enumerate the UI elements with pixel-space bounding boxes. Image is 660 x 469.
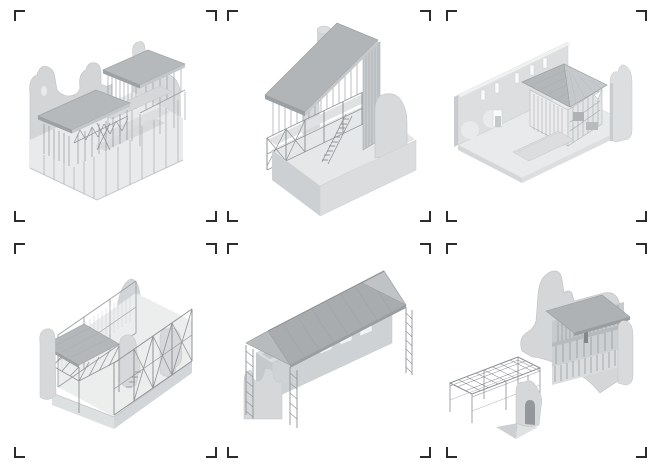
crop-mark-bottom-left-icon (446, 211, 457, 222)
pavilion-hip-roof (521, 63, 608, 108)
crop-mark-top-right-icon (206, 243, 217, 254)
ruin-wall-right-lobe (617, 320, 634, 386)
arched-wall-fragment (515, 380, 543, 427)
axon-panel-4 (0, 235, 220, 469)
stair (126, 371, 141, 388)
pilotis-columns (43, 100, 179, 198)
crop-mark-top-right-icon (206, 10, 217, 21)
crop-mark-bottom-right-icon (636, 447, 647, 458)
crop-mark-top-left-icon (446, 10, 457, 21)
crop-mark-top-left-icon (14, 243, 25, 254)
axon-panel-3 (440, 0, 660, 235)
crop-mark-top-right-icon (636, 10, 647, 21)
crop-mark-bottom-right-icon (420, 447, 431, 458)
crop-mark-top-left-icon (227, 10, 238, 21)
crop-mark-top-left-icon (227, 243, 238, 254)
base-volume (29, 92, 184, 201)
crop-mark-top-right-icon (636, 243, 647, 254)
ruin-wall-right (609, 64, 633, 143)
axon-panel-2 (220, 0, 440, 235)
axon-model-4 (39, 278, 193, 429)
crop-mark-top-right-icon (420, 243, 431, 254)
perforated-back-wall (454, 41, 571, 147)
crop-mark-bottom-left-icon (227, 211, 238, 222)
crop-mark-bottom-right-icon (636, 211, 647, 222)
crop-mark-top-left-icon (446, 243, 457, 254)
gable-roof (245, 270, 407, 368)
axon-model-3 (454, 41, 633, 183)
axon-model-6 (448, 270, 634, 439)
crop-mark-bottom-right-icon (420, 211, 431, 222)
ground-shards (496, 423, 538, 439)
crop-mark-bottom-right-icon (206, 211, 217, 222)
loggia (545, 294, 631, 385)
crop-mark-bottom-right-icon (206, 447, 217, 458)
lower-canopy-roof (37, 89, 131, 144)
axon-panel-6 (440, 235, 660, 469)
crop-mark-bottom-left-icon (14, 211, 25, 222)
upper-canopy-roof (102, 49, 186, 89)
front-plinth-wall (272, 139, 417, 217)
lower-stud-walls (43, 110, 128, 166)
front-frame-wall (113, 308, 193, 416)
crop-mark-bottom-left-icon (446, 447, 457, 458)
crop-mark-top-left-icon (14, 10, 25, 21)
stair (321, 113, 353, 165)
crop-mark-top-right-icon (420, 10, 431, 21)
axon-panel-5 (220, 235, 440, 469)
axon-model-1 (29, 41, 186, 201)
axon-panel-1 (0, 0, 220, 235)
crop-mark-bottom-left-icon (227, 447, 238, 458)
floor-mat (512, 130, 575, 162)
ruin-wall-chunk (243, 368, 283, 420)
ruin-wall-left-front (39, 328, 57, 400)
crop-mark-bottom-left-icon (14, 447, 25, 458)
lattice-masts (245, 307, 413, 428)
axon-model-2 (264, 22, 417, 217)
shed-roof (264, 22, 379, 116)
axon-model-5 (243, 270, 413, 428)
